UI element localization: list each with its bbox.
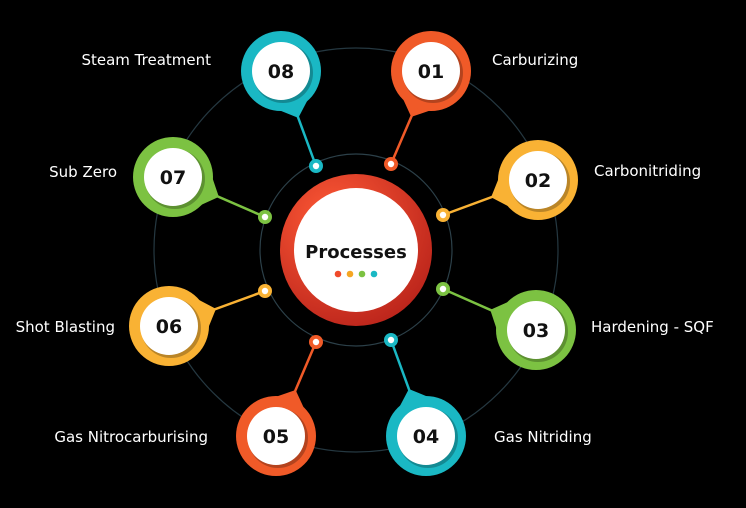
node-number-06: 06 — [156, 316, 182, 338]
ring-dot-center-03 — [439, 285, 447, 293]
node-number-08: 08 — [268, 61, 294, 83]
node-number-05: 05 — [263, 426, 289, 448]
process-node-08[interactable]: 08 — [241, 31, 321, 118]
node-number-04: 04 — [413, 426, 439, 448]
center-face — [294, 188, 418, 312]
ring-dot-center-05 — [312, 338, 320, 346]
process-label-04: Gas Nitriding — [494, 428, 592, 446]
center-dot-2 — [346, 270, 354, 278]
process-label-02: Carbonitriding — [594, 162, 702, 180]
process-label-01: Carburizing — [492, 51, 579, 69]
node-number-02: 02 — [525, 170, 551, 192]
process-node-07[interactable]: 07 — [133, 137, 219, 217]
process-node-06[interactable]: 06 — [129, 286, 216, 366]
node-face-05 — [247, 407, 305, 465]
ring-dot-center-06 — [261, 287, 269, 295]
center-hub: Processes — [280, 174, 432, 326]
process-node-02[interactable]: 02 — [491, 140, 578, 220]
center-dots — [334, 270, 378, 278]
process-node-01[interactable]: 01 — [391, 31, 471, 117]
process-label-07: Sub Zero — [49, 163, 117, 181]
ring-dot-center-07 — [261, 213, 269, 221]
node-face-06 — [140, 297, 198, 355]
node-number-01: 01 — [418, 61, 444, 83]
process-label-08: Steam Treatment — [81, 51, 211, 69]
ring-dot-center-04 — [387, 336, 395, 344]
node-face-02 — [509, 151, 567, 209]
center-title: Processes — [305, 242, 407, 263]
node-face-07 — [144, 148, 202, 206]
ring-dot-center-08 — [312, 162, 320, 170]
node-number-07: 07 — [160, 167, 186, 189]
process-label-03: Hardening - SQF — [591, 318, 714, 336]
process-label-05: Gas Nitrocarburising — [54, 428, 208, 446]
process-label-06: Shot Blasting — [15, 318, 115, 336]
ring-dot-center-01 — [387, 160, 395, 168]
center-dot-3 — [358, 270, 366, 278]
center-dot-1 — [334, 270, 342, 278]
ring-dot-center-02 — [439, 211, 447, 219]
node-face-03 — [507, 301, 565, 359]
node-face-04 — [397, 407, 455, 465]
process-node-03[interactable]: 03 — [490, 290, 576, 370]
inner-ring — [259, 153, 453, 347]
outer-ring — [153, 47, 559, 453]
process-node-05[interactable]: 05 — [236, 389, 316, 476]
process-node-04[interactable]: 04 — [386, 389, 466, 476]
center-dot-4 — [370, 270, 378, 278]
node-number-03: 03 — [523, 320, 549, 342]
node-face-08 — [252, 42, 310, 100]
node-face-01 — [402, 42, 460, 100]
